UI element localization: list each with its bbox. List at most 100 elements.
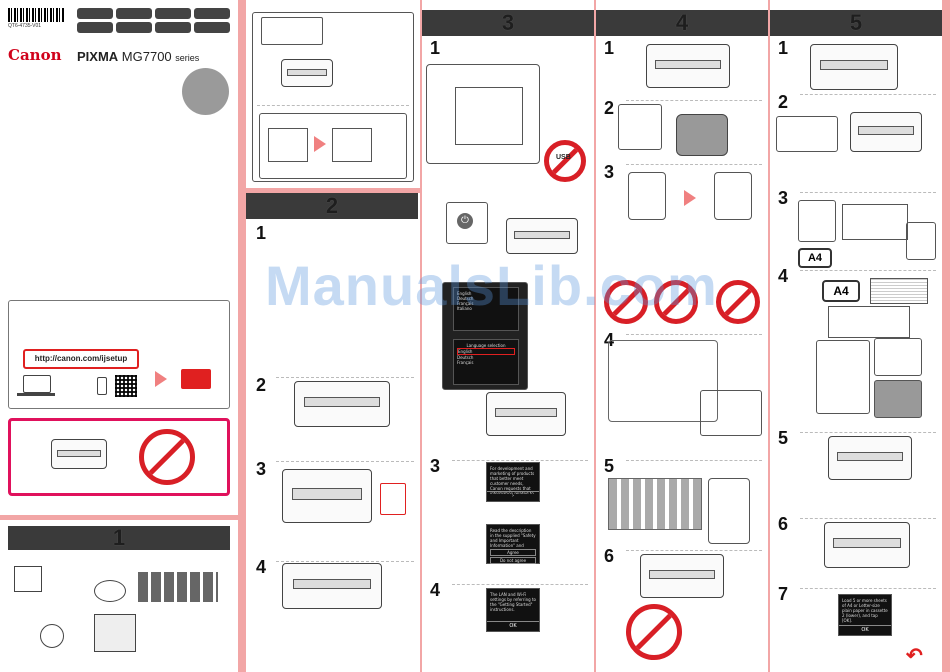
divider — [800, 588, 936, 589]
ink-tank-image — [676, 114, 728, 156]
divider — [800, 192, 936, 193]
section-5-header: 5 — [770, 10, 942, 36]
watermark: ManualsLib.com — [265, 254, 718, 317]
printer-output-tray-image — [824, 522, 910, 568]
agree-button[interactable]: Agree — [490, 549, 536, 556]
info-text: For development and marketing of product… — [490, 466, 535, 494]
barcode — [8, 8, 64, 22]
next-button[interactable]: › — [487, 491, 539, 501]
step-4-3: 3 — [604, 162, 615, 182]
barcode-text: QT6-4735-V01 — [8, 23, 42, 29]
cap-removal-image-2 — [714, 172, 752, 220]
lang-3[interactable]: Français — [457, 301, 474, 306]
a4-label-1: A4 — [798, 248, 832, 268]
arrow-right-icon — [684, 190, 696, 206]
lang-sel-2[interactable]: Deutsch — [457, 355, 474, 360]
no-touch-icon-2 — [654, 280, 698, 324]
ink-install-image — [608, 340, 718, 422]
ink-install-detail — [700, 390, 762, 436]
section-1-panel: 1 — [0, 520, 238, 672]
lang-4[interactable]: Italiano — [457, 306, 472, 311]
printer-open-scanner-image — [646, 44, 730, 88]
disagree-button[interactable]: Do not agree — [490, 557, 536, 564]
divider — [800, 518, 936, 519]
step-4-5: 5 — [604, 456, 615, 476]
info-screen: For development and marketing of product… — [486, 462, 540, 502]
paper-stack-image — [870, 278, 928, 304]
printer-carry-image — [51, 439, 107, 469]
printer-close-cover-image — [282, 563, 382, 609]
step-5-7: 7 — [778, 584, 789, 604]
laptop-base — [17, 393, 55, 396]
step-3-3: 3 — [430, 456, 441, 476]
step-4-6: 6 — [604, 546, 615, 566]
ok-button-2[interactable]: OK — [839, 625, 891, 635]
divider — [276, 461, 414, 462]
return-arrow-icon[interactable]: ↶ — [906, 645, 923, 667]
step-4-2: 2 — [604, 98, 615, 118]
load-paper-tray — [828, 306, 910, 338]
usb-label: USB — [556, 154, 571, 161]
divider — [800, 432, 936, 433]
divider — [626, 164, 762, 165]
power-button-box: ⏻ — [446, 202, 488, 244]
agree-screen: Read the description in the supplied "Sa… — [486, 524, 540, 564]
printer-power-image — [506, 218, 578, 254]
ok-button[interactable]: OK — [487, 621, 539, 631]
lang-2[interactable]: Deutsch — [457, 296, 474, 301]
printer-front-image — [281, 59, 333, 87]
step-5-6: 6 — [778, 514, 789, 534]
language-list-screen: English Deutsch Français Italiano — [453, 287, 519, 331]
step-5-3: 3 — [778, 188, 789, 208]
section-3-header: 3 — [422, 10, 594, 36]
lang-sel-3[interactable]: Français — [457, 360, 474, 365]
lang-1[interactable]: English — [457, 291, 472, 296]
printer-paper-image — [810, 44, 898, 90]
agree-text: Read the description in the supplied "Sa… — [490, 528, 536, 548]
arrow-right-icon — [155, 371, 167, 387]
step-3-4: 4 — [430, 580, 441, 600]
language-selection-screen: Language selection English Deutsch Franç… — [453, 339, 519, 385]
cd-icon — [40, 624, 64, 648]
ink-tank-box — [618, 104, 662, 150]
section-4-panel: 4 1 2 3 4 5 6 — [596, 0, 768, 672]
printer-screen-image — [486, 392, 566, 436]
divider — [800, 94, 936, 95]
model-number: MG7700 — [121, 49, 172, 64]
carry-warning-box — [8, 418, 230, 496]
model-name: PIXMA MG7700 series — [77, 49, 199, 64]
step-5-1: 1 — [778, 38, 789, 58]
step-2-2: 2 — [256, 375, 267, 395]
a4-label-2: A4 — [822, 280, 860, 302]
divider — [626, 100, 762, 101]
printer-back-image — [455, 87, 523, 145]
gray-circle — [182, 68, 229, 115]
section-2-panel: 2 1 2 3 4 — [246, 193, 420, 672]
setup-url[interactable]: http://canon.com/ijsetup — [23, 349, 139, 369]
no-touch-icon-1 — [604, 280, 648, 324]
step-2-1: 1 — [256, 223, 267, 243]
step-5-2: 2 — [778, 92, 789, 112]
divider — [276, 377, 414, 378]
model-prefix: PIXMA — [77, 49, 119, 64]
no-carry-icon — [139, 429, 195, 485]
paper-text: Load 5 or more sheets of A4 or Letter-si… — [842, 598, 888, 623]
power-connect-box — [426, 64, 540, 164]
step-2-3: 3 — [256, 459, 267, 479]
divider — [626, 460, 762, 461]
divider — [800, 270, 936, 271]
step-3-1: 1 — [430, 38, 441, 58]
step-5-5: 5 — [778, 428, 789, 448]
printer-close-scanner-image — [640, 554, 724, 598]
ink-tanks — [138, 572, 218, 602]
power-cord-icon — [94, 580, 126, 602]
unpack-illustration-box — [252, 12, 414, 182]
section-2-header: 2 — [246, 193, 418, 219]
setup-package-icon — [181, 369, 211, 389]
no-open-icon — [626, 604, 682, 660]
cassette-image-2 — [332, 128, 372, 162]
guide-detail-box — [906, 222, 936, 260]
power-icon[interactable]: ⏻ — [457, 213, 473, 229]
laptop-icon — [23, 375, 51, 393]
lang-sel-1[interactable]: English — [457, 348, 515, 355]
